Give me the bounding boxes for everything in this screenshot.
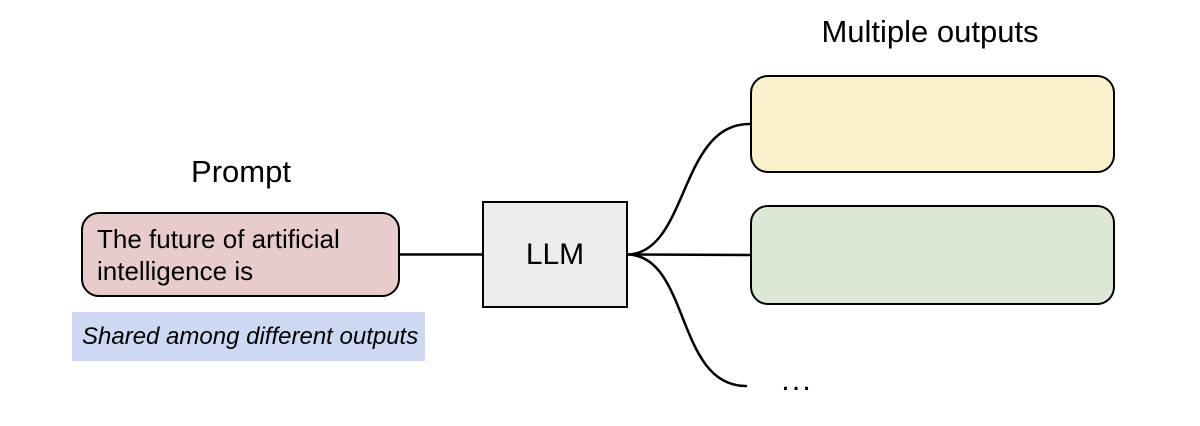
prompt-text: The future of artificial intelligence is	[97, 224, 340, 286]
outputs-title: Multiple outputs	[821, 14, 1039, 49]
outputs-ellipsis: ...	[781, 362, 813, 397]
prompt-box: The future of artificial intelligence is	[81, 212, 400, 297]
connector-llm-to-ellipsis	[627, 253, 748, 388]
output-box-1	[750, 75, 1115, 173]
llm-label: LLM	[525, 237, 585, 271]
output-box-2	[750, 205, 1115, 305]
connector-llm-to-output-1	[627, 122, 751, 256]
prompt-title: Prompt	[191, 154, 291, 189]
connector-llm-to-output-2	[627, 253, 752, 257]
shared-note: Shared among different outputs	[72, 312, 425, 361]
llm-box: LLM	[482, 201, 628, 308]
shared-note-text: Shared among different outputs	[82, 322, 419, 350]
